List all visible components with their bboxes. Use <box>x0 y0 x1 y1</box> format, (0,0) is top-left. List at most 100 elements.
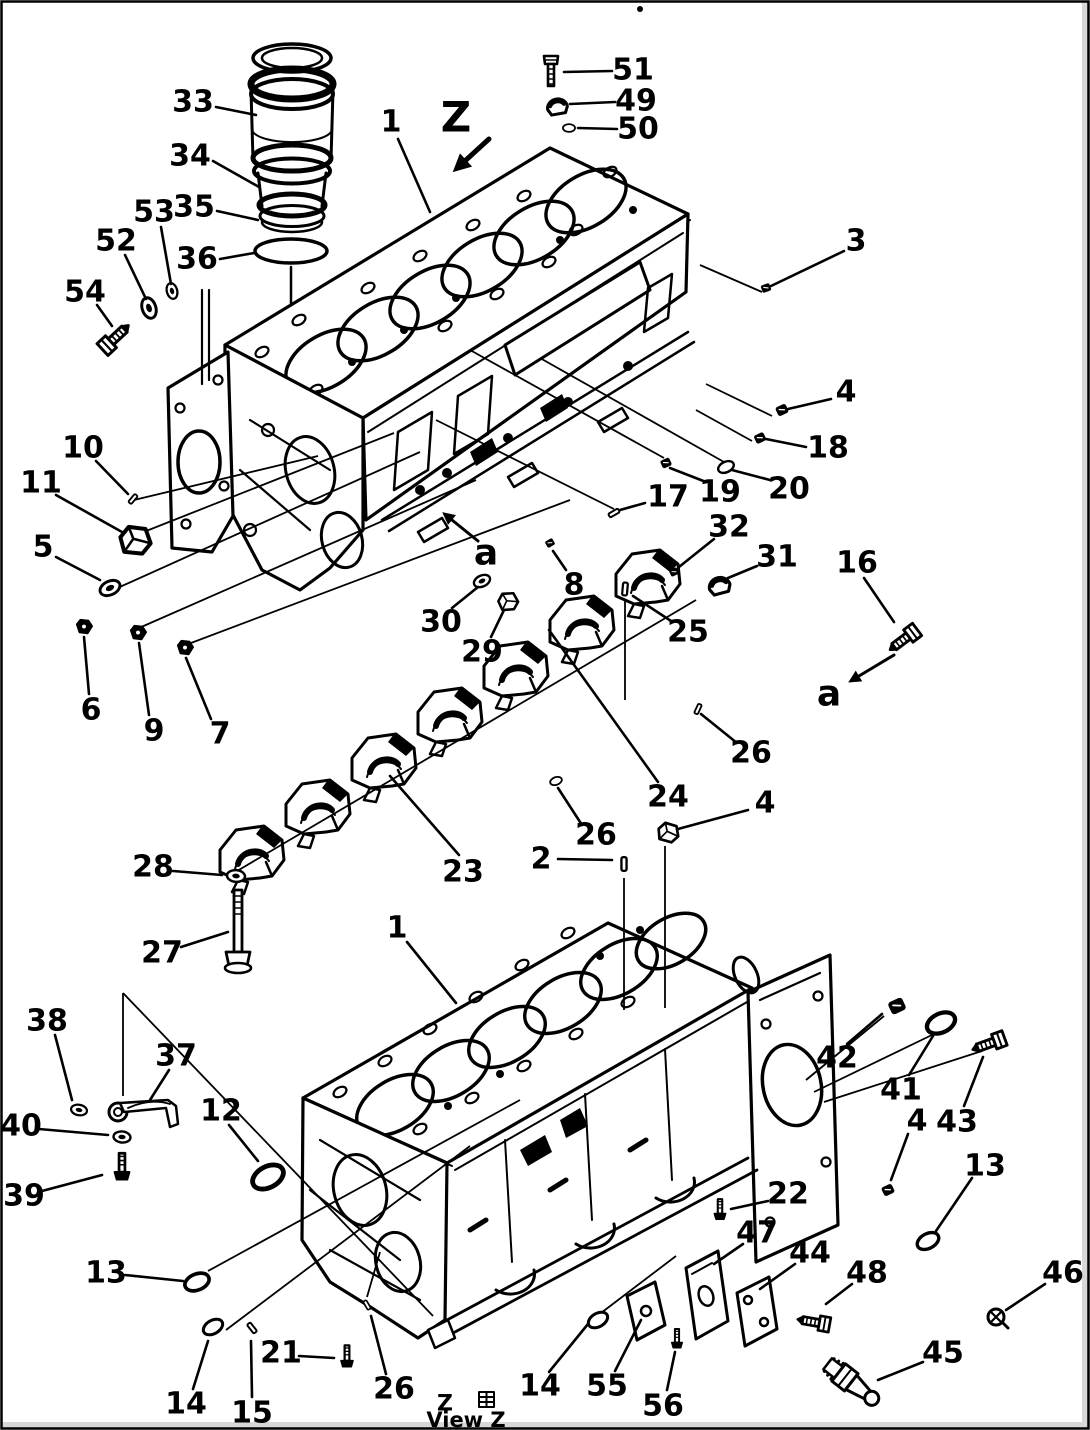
axis-line <box>823 1050 983 1103</box>
callout-48: 48 <box>846 1256 888 1291</box>
leader-35 <box>215 209 260 222</box>
pin-15 <box>246 1321 258 1335</box>
washer-53 <box>165 282 179 300</box>
oring-13-left-ring <box>183 1271 211 1293</box>
axis-guide-lines <box>112 264 983 1331</box>
plug-19 <box>660 457 672 469</box>
leader-26 <box>699 712 739 745</box>
washer-40 <box>112 1130 132 1144</box>
bolt-4-mid-shape <box>658 821 680 840</box>
bolt-43-shape <box>995 1031 1003 1049</box>
axis-line <box>130 432 395 538</box>
bolt-21-shape <box>340 1359 354 1368</box>
axis-line <box>225 1145 471 1331</box>
callout-52: 52 <box>95 224 137 259</box>
callout-30: 30 <box>420 605 462 640</box>
view-arrows-layer <box>442 136 896 683</box>
leader-6 <box>82 635 91 696</box>
leader-4 <box>786 397 833 411</box>
leader-26 <box>369 1314 388 1376</box>
callout-31: 31 <box>756 540 798 575</box>
leader-1 <box>405 940 458 1005</box>
view-caption: Z View Z <box>426 1391 506 1430</box>
plug-18 <box>754 432 766 444</box>
ring-41 <box>924 1010 958 1036</box>
sensor-45 <box>822 1357 881 1407</box>
callout-4: 4 <box>907 1104 928 1139</box>
leader-26 <box>556 786 584 827</box>
leader-13 <box>934 1176 974 1233</box>
washer-53-inner <box>169 287 175 295</box>
callout-44: 44 <box>789 1236 831 1271</box>
callout-10: 10 <box>62 431 104 466</box>
leader-30 <box>450 585 480 610</box>
washer-38-inner <box>75 1107 83 1113</box>
callout-40: 40 <box>0 1109 42 1144</box>
callout-36: 36 <box>176 242 218 277</box>
oring-13-left <box>183 1271 211 1293</box>
leader-14 <box>547 1322 590 1374</box>
gasket-plate-44 <box>735 1275 779 1348</box>
leader-41 <box>907 1034 935 1077</box>
plug-4-upper-shape <box>778 408 786 411</box>
nut-7-hole <box>183 645 187 650</box>
bolt-43-shape <box>971 1043 981 1053</box>
leader-53 <box>159 225 173 286</box>
plug-4-right-shape <box>884 1188 892 1191</box>
leader-52 <box>123 253 148 301</box>
callout-35: 35 <box>173 190 215 225</box>
callout-55: 55 <box>586 1369 628 1404</box>
callout-38: 38 <box>26 1004 68 1039</box>
callout-43: 43 <box>936 1105 978 1140</box>
callout-14: 14 <box>519 1369 561 1404</box>
bolt-22 <box>713 1198 727 1221</box>
leader-39 <box>40 1173 104 1193</box>
lower-block-end-plate <box>731 953 840 1264</box>
nut-9 <box>129 624 148 641</box>
leader-19 <box>668 466 708 484</box>
plug-32-shape <box>671 571 677 573</box>
callout-4: 4 <box>836 375 857 410</box>
bolt-56-shape <box>674 1330 680 1338</box>
scan-edge-bottom <box>2 1422 1088 1428</box>
leader-55 <box>613 1318 643 1373</box>
callout-45: 45 <box>922 1336 964 1371</box>
callout-16: 16 <box>836 546 878 581</box>
callout-49: 49 <box>615 84 657 119</box>
bolt-54-shape <box>110 328 125 343</box>
plug-46-shape <box>989 1310 1003 1324</box>
plug-3 <box>760 283 772 293</box>
leader-4 <box>889 1132 910 1182</box>
leader-27 <box>179 930 230 949</box>
z-view-arrow-shaft <box>463 136 492 163</box>
plug-8-shape <box>547 542 553 544</box>
callout-23: 23 <box>442 855 484 890</box>
axis-line <box>182 499 571 647</box>
bolt-16-shape <box>894 634 908 648</box>
bolt-39-shape <box>118 1155 126 1166</box>
plug-31-shape <box>709 577 729 589</box>
bolt-48-shape <box>805 1316 817 1327</box>
bolt-43 <box>971 1029 1009 1053</box>
plug-49-shape <box>548 99 566 109</box>
washer-50 <box>562 123 576 133</box>
lower-cylinder-block <box>300 911 840 1350</box>
pin-10-body <box>127 493 139 505</box>
pin-26-upper <box>693 702 703 716</box>
callout-3: 3 <box>846 224 867 259</box>
leader-40 <box>37 1127 110 1137</box>
leader-1 <box>396 137 432 214</box>
callout-27: 27 <box>141 936 183 971</box>
oring-13-right <box>915 1230 941 1252</box>
axis-line <box>435 419 615 510</box>
callout-a: a <box>474 533 498 574</box>
plug-32 <box>669 567 679 577</box>
leader-32 <box>677 537 716 569</box>
nut-29-shape <box>501 592 519 611</box>
bolt-48-shape <box>796 1315 805 1325</box>
leader-16 <box>862 576 896 624</box>
piston-cooling-nozzle-37 <box>107 1098 180 1129</box>
pin-2-body <box>620 856 628 872</box>
bolt-27 <box>223 888 253 975</box>
